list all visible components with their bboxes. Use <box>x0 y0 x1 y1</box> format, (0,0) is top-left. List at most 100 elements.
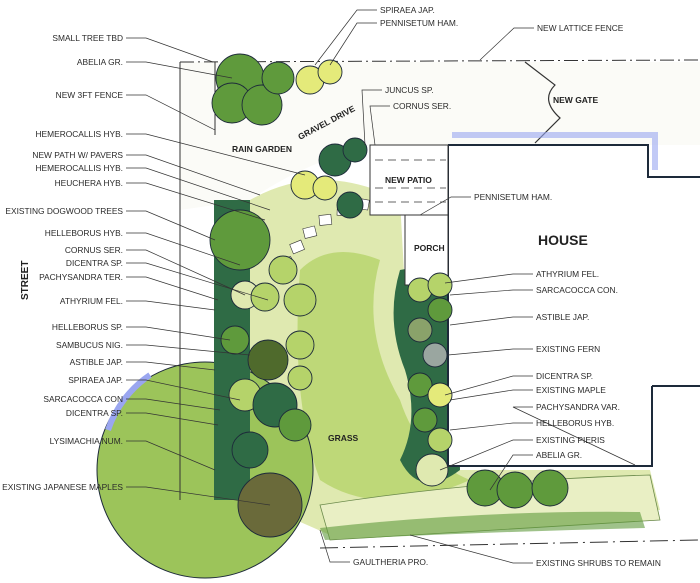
new-lattice-fence <box>179 59 700 63</box>
right-label: DICENTRA SP. <box>536 371 593 381</box>
plant-symbol <box>285 330 315 360</box>
left-label: HEMEROCALLIS HYB. <box>36 163 124 173</box>
new-gate-icon <box>524 61 561 144</box>
grass-area <box>297 252 470 500</box>
top-label: PENNISETUM HAM. <box>380 18 458 28</box>
plant-symbol <box>283 283 317 317</box>
leader-line <box>329 22 377 66</box>
left-label: NEW PATH W/ PAVERS <box>32 150 123 160</box>
plant-symbol <box>427 427 453 453</box>
paver <box>302 225 318 239</box>
right-label: EXISTING MAPLE <box>536 385 606 395</box>
right-label: ATHYRIUM FEL. <box>536 269 599 279</box>
plant-symbol <box>247 339 289 381</box>
leader-line <box>126 262 269 301</box>
leader-line <box>409 534 533 564</box>
leader-line <box>126 232 241 266</box>
left-label: NEW 3FT FENCE <box>56 90 124 100</box>
plant-symbol <box>220 325 250 355</box>
plant-symbol <box>317 59 343 85</box>
left-label: SPIRAEA JAP. <box>68 375 123 385</box>
leader-line <box>444 375 533 396</box>
plant-symbol <box>427 272 453 298</box>
top-label: CORNUS SER. <box>393 101 451 111</box>
ground-layer <box>96 59 700 579</box>
left-label: ABELIA GR. <box>77 57 123 67</box>
left-label: EXISTING JAPANESE MAPLES <box>2 482 123 492</box>
left-label: SAMBUCUS NIG. <box>56 340 123 350</box>
right-label: HELLEBORUS HYB. <box>536 418 614 428</box>
left-label: ASTIBLE JAP. <box>70 357 123 367</box>
top-label: SPIRAEA JAP. <box>380 5 435 15</box>
plant-symbol <box>422 342 448 368</box>
new-patio <box>369 144 449 216</box>
leader-line <box>449 422 533 431</box>
leader-line <box>126 440 216 471</box>
plant-symbol <box>427 297 453 323</box>
plant-symbol <box>412 407 438 433</box>
left-label: ATHYRIUM FEL. <box>60 296 123 306</box>
leader-line <box>126 398 221 411</box>
leader-line <box>489 454 533 491</box>
leader-line <box>126 94 216 131</box>
left-label: SMALL TREE TBD <box>52 33 123 43</box>
plant-symbol <box>261 61 295 95</box>
left-label: HELLEBORUS HYB. <box>45 228 123 238</box>
left-label: HELLEBORUS SP. <box>52 322 123 332</box>
leader-line <box>126 326 231 341</box>
paver <box>318 213 333 226</box>
plant-symbol <box>415 453 449 487</box>
plant-symbol <box>268 255 298 285</box>
leader-line <box>126 344 251 356</box>
leader-line <box>449 316 533 326</box>
left-label: HEMEROCALLIS HYB. <box>36 129 124 139</box>
plant-symbol <box>531 469 569 507</box>
plant-symbol <box>407 372 433 398</box>
plant-symbol <box>250 282 280 312</box>
plant-symbol <box>496 471 534 509</box>
top-label: JUNCUS SP. <box>385 85 434 95</box>
leader-line <box>512 406 636 466</box>
left-label: HEUCHERA HYB. <box>55 178 123 188</box>
left-label: CORNUS SER. <box>65 245 123 255</box>
plant-symbol <box>336 191 364 219</box>
leader-line <box>479 27 534 61</box>
right-label: EXISTING PIERIS <box>536 435 605 445</box>
leader-line <box>126 412 219 426</box>
plant-symbol <box>209 209 271 271</box>
leader-line <box>126 361 216 371</box>
leader-line <box>419 196 471 216</box>
paver <box>289 239 305 255</box>
right-label: SARCACOCCA CON. <box>536 285 618 295</box>
left-label: EXISTING DOGWOOD TREES <box>5 206 123 216</box>
left-label: DICENTRA SP. <box>66 258 123 268</box>
plant-symbol <box>407 317 433 343</box>
leader-line <box>126 182 266 221</box>
leader-line <box>126 154 261 196</box>
leader-line <box>126 61 233 79</box>
new-patio-label: NEW PATIO <box>385 175 432 185</box>
leader-line <box>314 9 377 66</box>
leader-line <box>444 273 533 284</box>
plant-symbol <box>342 137 368 163</box>
left-label: PACHYSANDRA TER. <box>39 272 123 282</box>
left-label: DICENTRA SP. <box>66 408 123 418</box>
existing-shrubs-band <box>320 511 645 540</box>
house-label: HOUSE <box>538 232 588 248</box>
porch-label: PORCH <box>414 243 445 253</box>
plant-symbol <box>241 84 283 126</box>
plant-symbol <box>427 382 453 408</box>
plant-symbol <box>231 431 269 469</box>
leader-line <box>126 37 214 63</box>
grass-label: GRASS <box>328 433 359 443</box>
top-label: NEW LATTICE FENCE <box>537 23 624 33</box>
leader-line <box>361 89 382 146</box>
right-label: PACHYSANDRA VAR. <box>536 402 620 412</box>
right-label: ASTIBLE JAP. <box>536 312 589 322</box>
left-label: SARCACOCCA CON <box>43 394 123 404</box>
leader-line <box>369 105 390 146</box>
leader-line <box>126 486 271 506</box>
leader-line <box>439 439 533 471</box>
leader-line <box>449 389 533 401</box>
